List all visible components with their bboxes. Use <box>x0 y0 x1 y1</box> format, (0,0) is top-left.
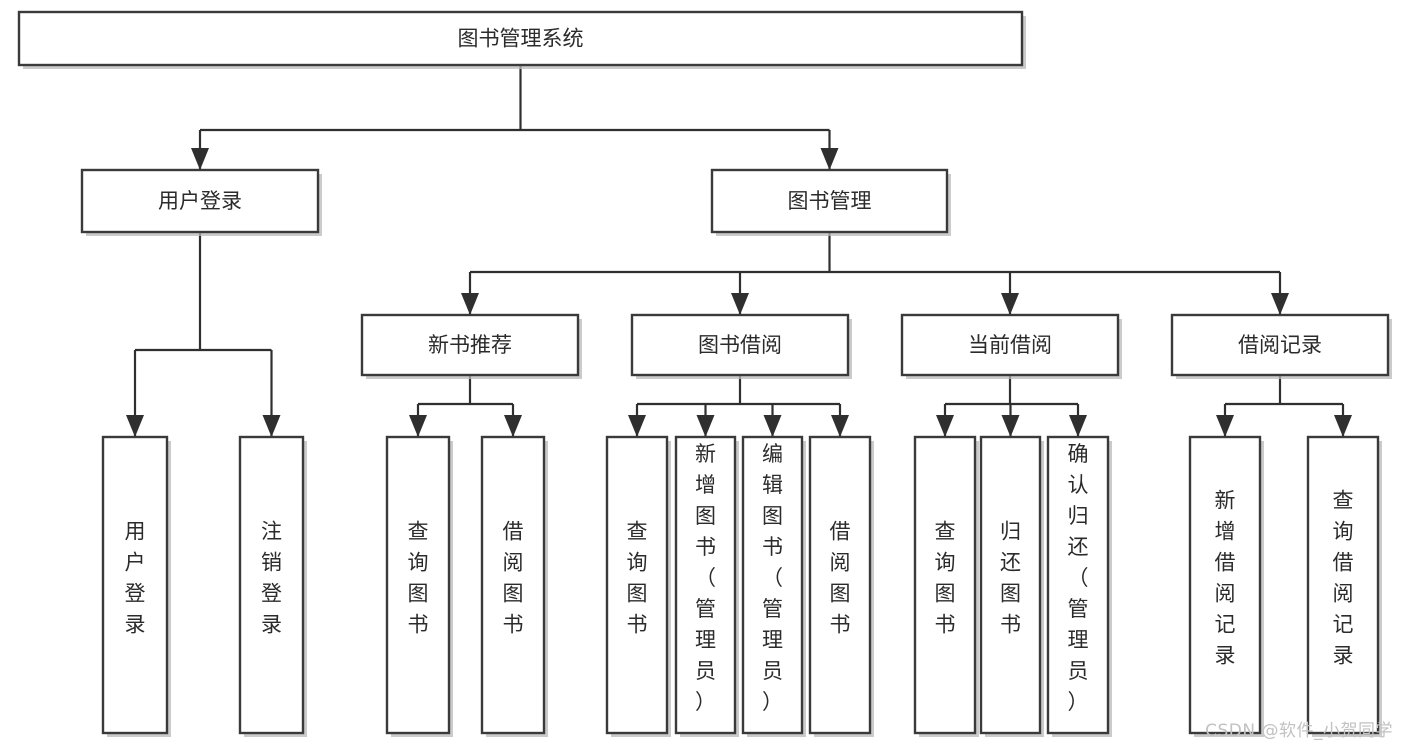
node-label: 用户登录 <box>125 520 146 637</box>
node-label: 图书借阅 <box>698 333 782 357</box>
node-label: 注销登录 <box>261 520 282 637</box>
node-label: 编辑图书（管理员） <box>762 442 783 714</box>
node-图书管理系统[interactable]: 图书管理系统 <box>17 10 1026 69</box>
node-label: 新书推荐 <box>428 333 512 357</box>
node-label: 归还图书 <box>1000 520 1021 637</box>
node-查询借阅记录[interactable]: 查询借阅记录 <box>1306 435 1382 737</box>
node-box <box>1306 435 1380 735</box>
node-确认归还管理员[interactable]: 确认归还（管理员） <box>1046 435 1112 737</box>
arrow-head-icon <box>1001 293 1019 315</box>
arrow-head-icon <box>191 148 209 170</box>
arrow-head-icon <box>696 415 715 437</box>
arrow-head-icon <box>1271 293 1289 315</box>
node-归还图书[interactable]: 归还图书 <box>979 435 1044 737</box>
node-box <box>1046 435 1110 735</box>
node-label: 借阅记录 <box>1238 333 1322 357</box>
node-用户登录[interactable]: 用户登录 <box>101 435 171 737</box>
node-box <box>101 435 169 735</box>
node-label: 当前借阅 <box>968 333 1052 357</box>
node-label: 查询图书 <box>935 520 956 637</box>
node-新增借阅记录[interactable]: 新增借阅记录 <box>1188 435 1264 737</box>
connector-layer <box>126 65 1352 437</box>
node-box <box>808 435 872 735</box>
node-label: 图书管理 <box>788 189 872 213</box>
node-label: 查询借阅记录 <box>1333 489 1354 668</box>
arrow-head-icon <box>461 293 479 315</box>
node-box <box>674 435 737 735</box>
node-label: 确认归还（管理员） <box>1068 442 1089 714</box>
node-label: 新增图书（管理员） <box>695 442 716 714</box>
node-label: 查询图书 <box>408 520 429 637</box>
arrow-head-icon <box>831 415 849 437</box>
node-box <box>979 435 1042 735</box>
node-box <box>1188 435 1262 735</box>
node-注销登录[interactable]: 注销登录 <box>238 435 307 737</box>
node-box <box>605 435 669 735</box>
node-box <box>385 435 451 735</box>
node-box <box>913 435 977 735</box>
node-当前借阅[interactable]: 当前借阅 <box>900 313 1122 379</box>
node-用户登录[interactable]: 用户登录 <box>80 168 322 236</box>
node-label: 借阅图书 <box>503 520 524 637</box>
node-编辑图书管理员[interactable]: 编辑图书（管理员） <box>741 435 806 737</box>
arrow-head-icon <box>409 415 427 437</box>
node-layer: 图书管理系统用户登录图书管理新书推荐图书借阅当前借阅借阅记录用户登录注销登录查询… <box>17 10 1392 737</box>
node-label: 新增借阅记录 <box>1215 489 1236 668</box>
node-label: 用户登录 <box>158 189 242 213</box>
arrow-head-icon <box>936 415 954 437</box>
node-box <box>741 435 804 735</box>
node-借阅图书[interactable]: 借阅图书 <box>480 435 548 737</box>
node-box <box>17 10 1024 67</box>
node-查询图书[interactable]: 查询图书 <box>385 435 453 737</box>
node-box <box>360 313 580 377</box>
node-查询图书[interactable]: 查询图书 <box>605 435 671 737</box>
node-图书借阅[interactable]: 图书借阅 <box>630 313 852 379</box>
arrow-head-icon <box>820 148 839 170</box>
arrow-head-icon <box>1334 415 1352 437</box>
node-box <box>900 313 1120 377</box>
node-新增图书管理员[interactable]: 新增图书（管理员） <box>674 435 739 737</box>
node-box <box>710 168 949 234</box>
node-label: 借阅图书 <box>830 520 851 637</box>
node-box <box>480 435 546 735</box>
csdn-watermark: CSDN @软件_小贺同学 <box>1205 721 1393 741</box>
node-借阅图书[interactable]: 借阅图书 <box>808 435 874 737</box>
node-box <box>1170 313 1390 377</box>
arrow-head-icon <box>731 293 749 315</box>
arrow-head-icon <box>763 415 782 437</box>
arrow-head-icon <box>1001 415 1020 437</box>
node-box <box>238 435 305 735</box>
node-box <box>80 168 320 234</box>
node-label: 查询图书 <box>627 520 648 637</box>
arrow-head-icon <box>262 415 281 437</box>
node-新书推荐[interactable]: 新书推荐 <box>360 313 582 379</box>
node-box <box>630 313 850 377</box>
arrow-head-icon <box>1069 415 1087 437</box>
node-图书管理[interactable]: 图书管理 <box>710 168 951 236</box>
arrow-head-icon <box>504 415 522 437</box>
arrow-head-icon <box>1216 415 1234 437</box>
node-借阅记录[interactable]: 借阅记录 <box>1170 313 1392 379</box>
arrow-head-icon <box>628 415 646 437</box>
node-label: 图书管理系统 <box>458 27 584 51</box>
node-查询图书[interactable]: 查询图书 <box>913 435 979 737</box>
arrow-head-icon <box>126 415 144 437</box>
